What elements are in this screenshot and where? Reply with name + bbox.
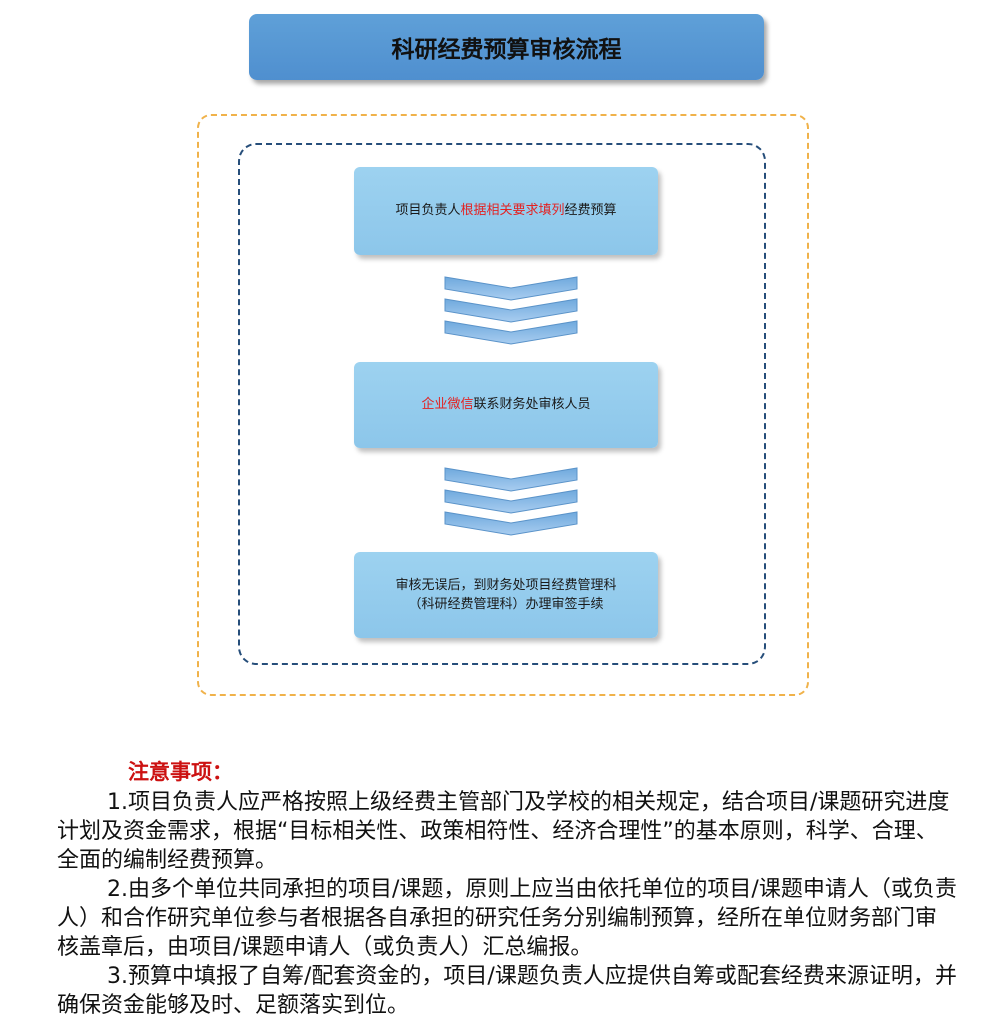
step-2-text: 联系财务处审核人员 <box>473 397 591 413</box>
step-1-text-end: 经费预算 <box>564 203 617 219</box>
step-1-highlight: 根据相关要求填列 <box>460 203 565 219</box>
note-item: 3.预算中填报了自筹/配套资金的，项目/课题负责人应提供自筹或配套经费来源证明，… <box>57 964 957 1018</box>
chevron-down-arrow-2 <box>444 467 578 536</box>
chevron-down-arrow-1 <box>444 276 578 345</box>
step-2-box: 企业微信联系财务处审核人员 <box>354 362 658 448</box>
inner-dashed-frame <box>238 143 766 665</box>
notes-body: 1.项目负责人应严格按照上级经费主管部门及学校的相关规定，结合项目/课题研究进度… <box>57 788 957 1020</box>
step-3-line-1: 审核无误后，到财务处项目经费管理科 <box>395 577 617 593</box>
outer-dashed-frame <box>197 114 809 696</box>
note-item: 2.由多个单位共同承担的项目/课题，原则上应当由依托单位的项目/课题申请人（或负… <box>57 877 957 960</box>
step-1-box: 项目负责人根据相关要求填列经费预算 <box>354 167 658 255</box>
flowchart-title: 科研经费预算审核流程 <box>249 14 764 80</box>
step-3-line-2: （科研经费管理科）办理审签手续 <box>408 597 604 612</box>
step-1-text: 项目负责人 <box>395 203 461 219</box>
step-3-box: 审核无误后，到财务处项目经费管理科 （科研经费管理科）办理审签手续 <box>354 552 658 638</box>
step-2-highlight: 企业微信 <box>421 397 474 413</box>
notes-title: 注意事项： <box>128 760 233 784</box>
note-item: 1.项目负责人应严格按照上级经费主管部门及学校的相关规定，结合项目/课题研究进度… <box>57 790 950 873</box>
